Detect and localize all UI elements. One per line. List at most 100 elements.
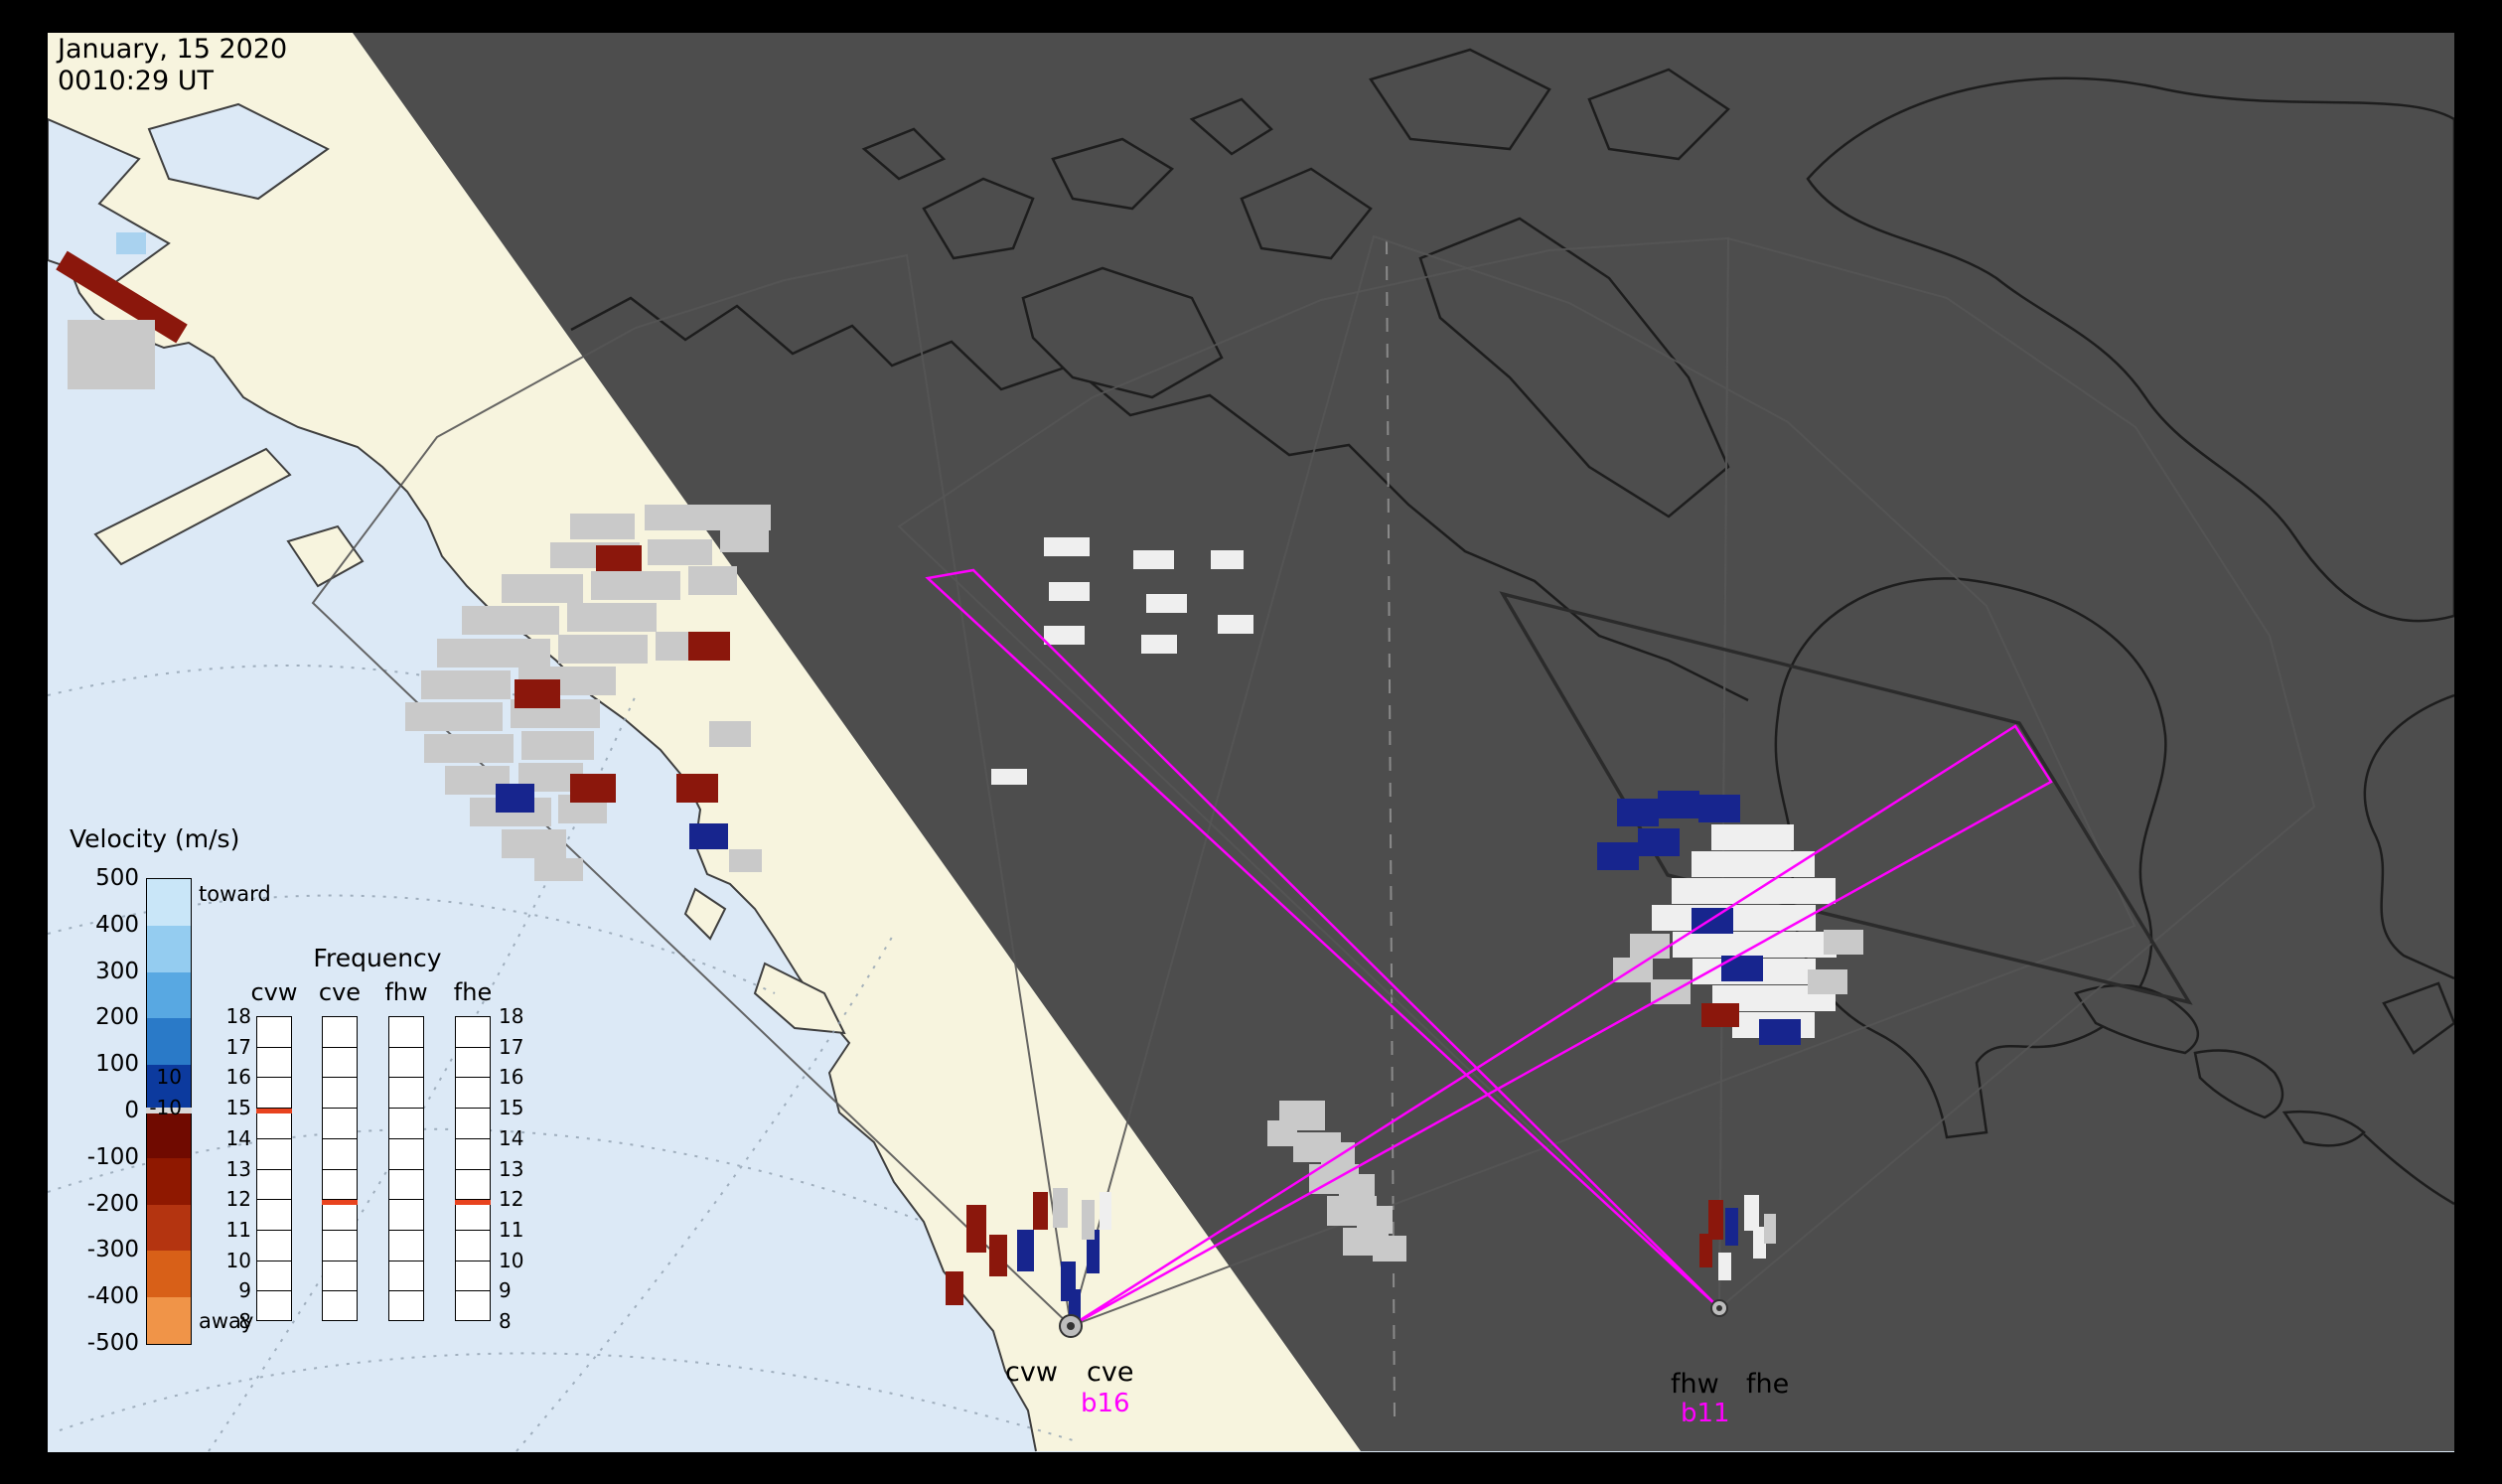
- ladder-cell-line: [256, 1199, 292, 1201]
- frequency-scale-left: 17: [225, 1034, 251, 1059]
- time-label: 0010:29 UT: [58, 66, 215, 96]
- frequency-scale-right: 18: [499, 1004, 524, 1028]
- velocity-cell: [1630, 934, 1670, 959]
- velocity-tick: 200: [95, 1004, 139, 1031]
- away-label: away: [199, 1309, 254, 1333]
- velocity-cell: [424, 734, 514, 763]
- velocity-cell: [421, 670, 511, 699]
- velocity-cell: [1732, 851, 1774, 877]
- velocity-cell: [1357, 1206, 1393, 1234]
- ladder-cell-line: [388, 1108, 424, 1110]
- ladder-cell-line: [322, 1137, 358, 1139]
- colorbar-segment: [147, 971, 191, 1019]
- velocity-cell: [1824, 930, 1863, 955]
- island-day: [683, 887, 727, 941]
- velocity-cell: [648, 539, 712, 565]
- velocity-cell: [68, 320, 155, 389]
- ladder-cell-line: [455, 1199, 491, 1201]
- velocity-tick: -400: [86, 1283, 139, 1310]
- radar-label-fhw: fhw: [1671, 1369, 1719, 1400]
- frequency-column-header-fhe: fhe: [453, 978, 493, 1006]
- velocity-cell: [1049, 582, 1090, 601]
- frequency-scale-right: 10: [499, 1248, 524, 1272]
- velocity-cell: [1133, 550, 1174, 569]
- velocity-cell: [1218, 615, 1253, 634]
- velocity-cell: [991, 769, 1027, 785]
- night-region: [353, 33, 2454, 1451]
- velocity-cell: [1017, 1230, 1034, 1271]
- fov-cve: [1069, 234, 2136, 1328]
- ladder-cell-line: [388, 1229, 424, 1231]
- velocity-cell: [502, 829, 566, 858]
- velocity-tick: -100: [86, 1143, 139, 1170]
- ladder-cell-line: [322, 1108, 358, 1110]
- ladder-cell-line: [455, 1077, 491, 1079]
- colorbar-segment: [147, 1111, 191, 1158]
- sea-inlet: [147, 102, 330, 201]
- velocity-cell: [567, 603, 657, 632]
- graticule-night-meridian: [1386, 239, 1396, 1419]
- frequency-scale-right: 15: [499, 1096, 524, 1120]
- velocity-cell: [1713, 932, 1755, 958]
- colorbar-segment: [147, 1065, 191, 1112]
- radar-label-cve: cve: [1087, 1357, 1134, 1388]
- common-volume-box: [1499, 591, 2193, 1005]
- velocity-cell: [1711, 824, 1753, 850]
- velocity-cell: [1053, 1188, 1068, 1228]
- frequency-scale-left: 13: [225, 1156, 251, 1181]
- ladder-cell-line: [256, 1077, 292, 1079]
- frequency-scale-right: 17: [499, 1034, 524, 1059]
- ladder-cell-line: [455, 1137, 491, 1139]
- velocity-cell: [1753, 878, 1795, 904]
- ladder-cell-line: [322, 1229, 358, 1231]
- velocity-cell: [1652, 905, 1693, 931]
- frequency-mark-cve: [322, 1200, 358, 1206]
- velocity-cell: [1339, 1174, 1375, 1202]
- velocity-cell: [1808, 969, 1847, 994]
- velocity-cell: [689, 823, 728, 849]
- ladder-cell-line: [455, 1168, 491, 1170]
- velocity-cell: [1672, 878, 1713, 904]
- island-day: [753, 962, 846, 1035]
- colorbar-segment: [147, 1204, 191, 1252]
- ladder-cell-line: [388, 1077, 424, 1079]
- colorbar-segment: [147, 1251, 191, 1298]
- velocity-cell: [645, 505, 771, 530]
- colorbar-segment: [147, 1157, 191, 1205]
- velocity-cell: [1267, 1120, 1297, 1146]
- velocity-cell: [1044, 626, 1085, 645]
- ladder-cell-line: [455, 1046, 491, 1048]
- colorbar-segment: [147, 925, 191, 972]
- velocity-cell: [1701, 1003, 1739, 1027]
- velocity-cell: [1597, 842, 1639, 870]
- velocity-cell: [688, 566, 737, 595]
- velocity-cell: [729, 849, 762, 872]
- velocity-cell: [1100, 1192, 1111, 1230]
- velocity-cell: [534, 858, 583, 881]
- velocity-cell: [1774, 905, 1816, 931]
- toward-label: toward: [199, 882, 271, 906]
- velocity-cell: [496, 784, 534, 813]
- ladder-cell-line: [388, 1199, 424, 1201]
- velocity-cell: [596, 545, 642, 571]
- velocity-cell: [1692, 908, 1733, 934]
- velocity-legend-title: Velocity (m/s): [70, 824, 240, 853]
- velocity-cell: [1638, 828, 1680, 856]
- velocity-tick: -500: [86, 1330, 139, 1356]
- velocity-cell: [1725, 1208, 1738, 1246]
- velocity-cell: [570, 514, 635, 539]
- beam-label-b16: b16: [1081, 1389, 1130, 1418]
- velocity-cell: [1733, 905, 1775, 931]
- velocity-cell: [1759, 1019, 1801, 1045]
- velocity-cell: [1773, 851, 1815, 877]
- velocity-cell: [558, 635, 648, 664]
- radar-overlay-layer: [56, 232, 2316, 1338]
- velocity-tick: -300: [86, 1237, 139, 1263]
- frequency-scale-right: 8: [499, 1309, 512, 1333]
- ladder-cell-line: [322, 1290, 358, 1292]
- beam-b16: [1070, 724, 2053, 1328]
- velocity-cell: [1752, 824, 1794, 850]
- velocity-cell: [1712, 878, 1754, 904]
